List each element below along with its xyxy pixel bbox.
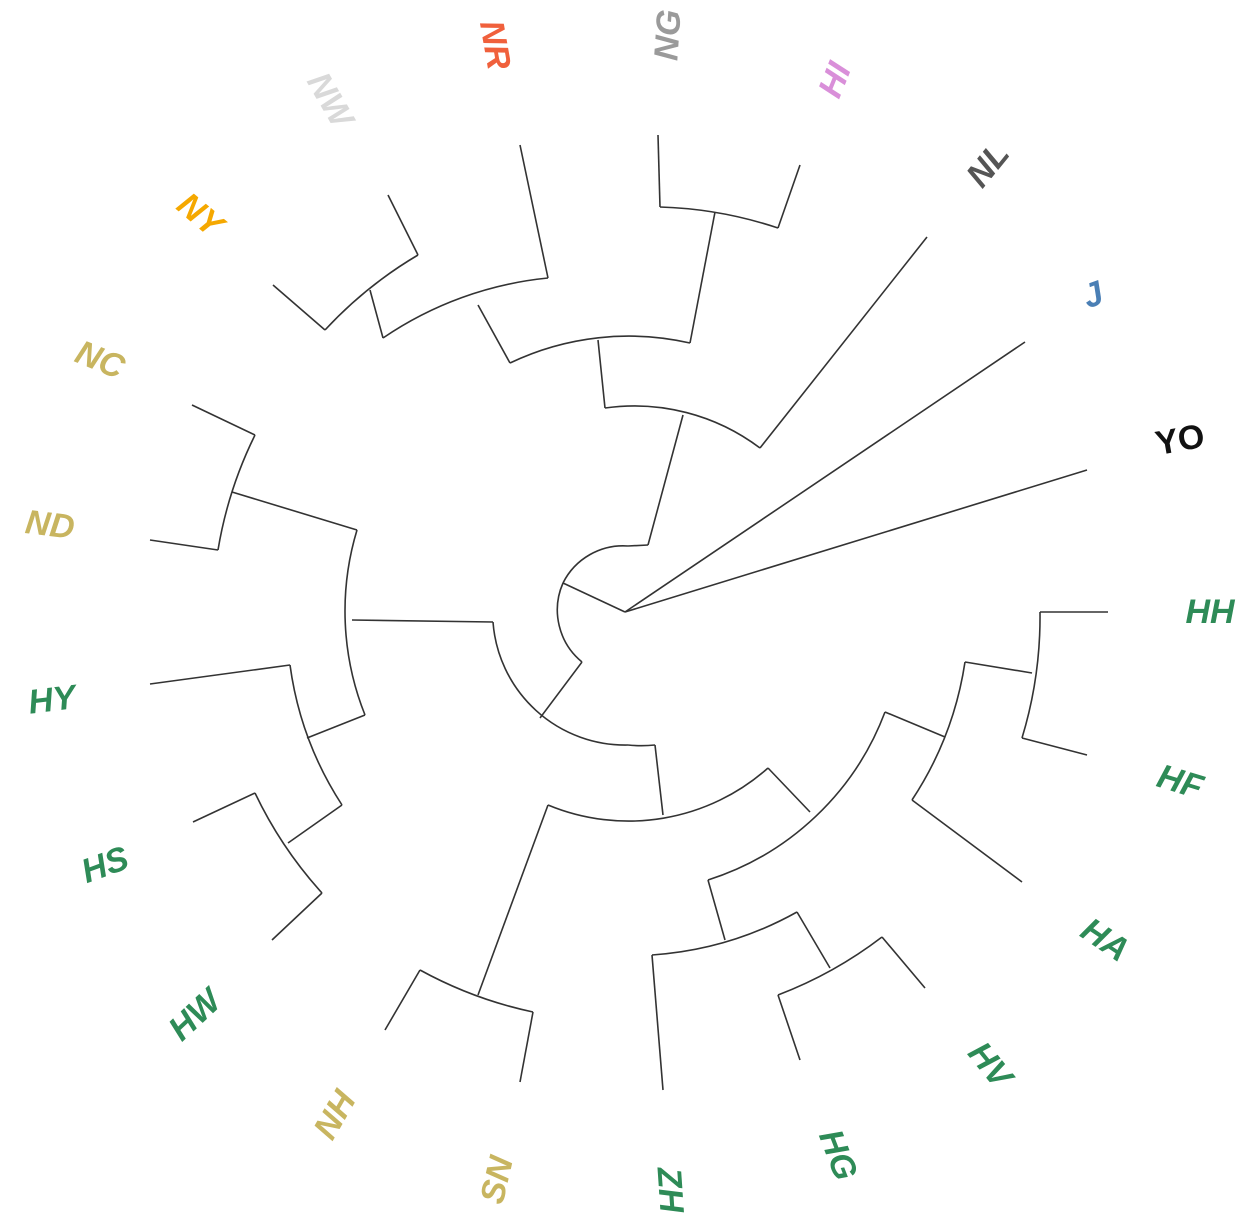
leaf-label-zh: ZH [649, 1165, 690, 1215]
branch-line [191, 404, 256, 436]
branch-arc [324, 254, 419, 331]
branch-line [689, 211, 716, 344]
branch-line [707, 879, 726, 941]
branch-line [657, 134, 661, 208]
branch-arc [911, 661, 966, 801]
branch-line [796, 911, 831, 969]
branch-arc [707, 711, 886, 881]
leaf-label-hy: HY [26, 678, 81, 722]
branch-line [477, 304, 511, 364]
branch-line [777, 994, 801, 1061]
leaf-label-nh: NH [306, 1083, 364, 1146]
branch-arc [509, 335, 691, 364]
leaf-label-nr: NR [472, 18, 518, 73]
branch-arc [1021, 611, 1041, 739]
branch-line [624, 341, 1026, 613]
leaf-label-hf: HF [1153, 757, 1209, 807]
leaf-label-sn: SN [473, 1151, 521, 1207]
leaf-label-nl: NL [959, 135, 1017, 194]
branch-arc [492, 621, 629, 746]
branch-line [777, 164, 801, 229]
branch-arc [659, 206, 779, 229]
branch-line [149, 664, 291, 685]
branch-line [192, 792, 256, 823]
branches [149, 134, 1108, 1091]
leaf-label-hs: HS [76, 839, 134, 891]
branch-line [384, 969, 421, 1031]
leaf-label-yo: YO [1153, 417, 1208, 463]
branch-line [306, 714, 366, 739]
branch-line [369, 289, 384, 339]
leaf-label-ny: NY [170, 185, 233, 247]
branch-arc [217, 434, 256, 551]
leaf-label-hi: HI [811, 56, 860, 103]
leaf-label-ng: NG [647, 8, 688, 62]
branch-line [287, 804, 343, 844]
branch-line [767, 767, 811, 813]
branch-arc [604, 405, 761, 449]
branch-arc [382, 277, 549, 339]
branch-line [651, 954, 664, 1091]
branch-line [627, 544, 649, 547]
branch-line [654, 744, 664, 816]
leaf-label-hv: HV [960, 1035, 1021, 1098]
branch-line [351, 619, 494, 623]
branch-arc [547, 767, 769, 822]
branch-line [539, 661, 583, 719]
branch-arc [419, 969, 534, 1013]
branch-arc [254, 792, 323, 894]
branch-arc [627, 744, 656, 747]
branch-arc [344, 529, 366, 716]
branch-line [562, 582, 626, 613]
branch-line [387, 194, 419, 256]
branch-arc [556, 582, 583, 663]
branch-line [519, 1011, 534, 1083]
branch-line [272, 284, 326, 331]
leaf-label-nc: NC [70, 333, 130, 387]
branch-line [759, 236, 928, 449]
branch-line [149, 539, 219, 551]
branch-line [911, 799, 1023, 883]
branch-line [884, 711, 946, 738]
branch-line [597, 339, 606, 409]
branch-arc [777, 936, 883, 996]
leaf-label-nd: ND [23, 503, 76, 547]
branch-line [647, 414, 684, 546]
branch-line [519, 144, 549, 279]
leaf-label-hh: HH [1185, 593, 1236, 631]
leaf-label-ha: HA [1074, 911, 1136, 970]
branch-line [624, 469, 1088, 613]
branch-line [231, 491, 358, 531]
branch-line [881, 936, 926, 989]
leaf-label-j: J [1078, 274, 1110, 317]
leaf-label-hw: HW [161, 980, 230, 1048]
branch-arc [289, 664, 343, 806]
branch-line [964, 661, 1033, 674]
branch-line [271, 892, 323, 941]
branch-line [1021, 737, 1088, 756]
branch-line [477, 804, 549, 996]
leaf-label-nw: NW [299, 66, 362, 137]
branch-arc [562, 545, 629, 584]
leaf-label-hg: HG [811, 1124, 865, 1185]
branch-arc [651, 911, 798, 956]
